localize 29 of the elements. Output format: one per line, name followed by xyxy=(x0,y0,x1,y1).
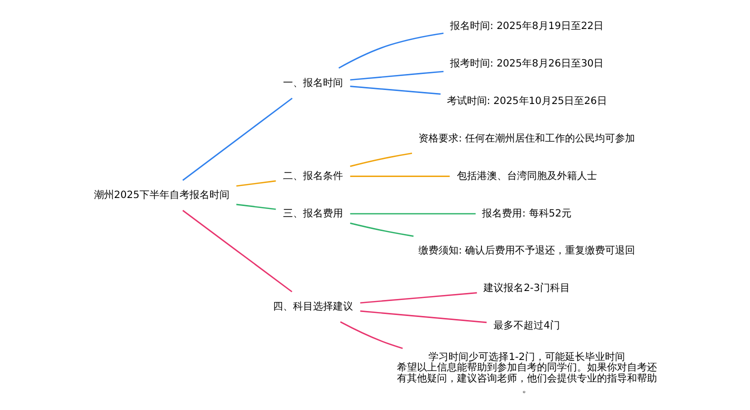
connector xyxy=(350,70,444,81)
connector xyxy=(236,180,276,187)
connector xyxy=(360,292,476,304)
connector xyxy=(350,213,476,214)
node-text: 学习时间少可选择1-2门，可能延长毕业时间 希望以上信息能帮助到参加自考的同学们。如果你对自考还有其他疑问，建议咨询老师，他们会提供专业的指导和帮助。 xyxy=(396,352,656,396)
connector xyxy=(350,86,440,95)
node-text: 一、报名时间 xyxy=(282,78,343,89)
node-text: 报名时间: 2025年8月19日至22日 xyxy=(450,21,604,32)
connector xyxy=(350,176,450,177)
node-text: 考试时间: 2025年10月25日至26日 xyxy=(446,96,606,108)
node-text: 四、科目选择建议 xyxy=(272,301,353,312)
node-text: 缴费须知: 确认后费用不予退还，重复缴费可退回 xyxy=(418,246,635,257)
node-text: 报名费用: 每科52元 xyxy=(482,208,571,220)
connector xyxy=(182,98,292,181)
connector xyxy=(340,321,402,350)
connector xyxy=(182,210,292,292)
node-text: 建议报名2-3门科目 xyxy=(483,283,570,294)
connector xyxy=(350,222,414,237)
node-text: 资格要求: 任何在潮州居住和工作的公民均可参加 xyxy=(418,133,635,144)
connector xyxy=(236,204,276,210)
connector xyxy=(360,310,486,324)
node-text: 潮州2025下半年自考报名时间 xyxy=(94,190,229,202)
node-text: 最多不超过4门 xyxy=(493,320,560,332)
node-text: 包括港澳、台湾同胞及外籍人士 xyxy=(456,170,596,182)
node-text: 报考时间: 2025年8月26日至30日 xyxy=(450,58,604,70)
node-text: 二、报名条件 xyxy=(282,170,343,182)
connector xyxy=(338,32,444,69)
node-text: 三、报名费用 xyxy=(282,208,343,220)
connector xyxy=(350,152,412,167)
